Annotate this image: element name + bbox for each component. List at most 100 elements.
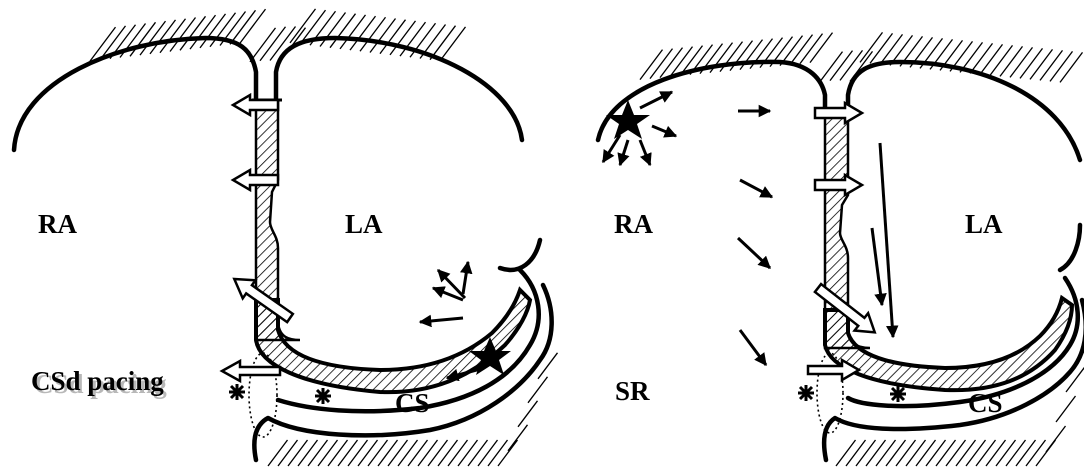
right-septum [823, 110, 871, 350]
right-la-label: LA [965, 209, 1003, 239]
hatch-line [905, 439, 927, 467]
left-pacing-label: CSd pacing [31, 366, 164, 396]
right-la-lateral-wall [1057, 222, 1083, 273]
hatch-line [517, 400, 539, 428]
left-la-wall [273, 35, 525, 143]
hatch-line [1029, 49, 1054, 80]
hatch-line [639, 49, 664, 80]
asterisk-icon [229, 384, 245, 400]
right-cs-ostium [816, 352, 844, 434]
hatch-line [989, 45, 1014, 76]
hatch-line [1025, 439, 1047, 467]
hatch-line [945, 439, 967, 467]
right-top-hatching [639, 32, 1084, 83]
right-cs-arrow [806, 357, 862, 383]
hatch-line [189, 14, 217, 50]
hatch-line [789, 34, 814, 65]
hatch-line [999, 46, 1024, 77]
hatch-line [995, 439, 1017, 467]
hatch-line [819, 51, 844, 82]
hatch-line [865, 439, 887, 467]
hatch-line [259, 26, 287, 62]
right-la-wall [845, 59, 1083, 163]
hatch-line [139, 20, 167, 56]
hatch-line [359, 16, 387, 52]
hatch-line [507, 424, 529, 452]
hatch-line [347, 439, 369, 467]
hatch-line [935, 439, 957, 467]
hatch-line [329, 13, 357, 49]
hatch-line [249, 27, 277, 63]
hatch-line [809, 32, 834, 63]
hatch-line [269, 26, 297, 61]
asterisk-icon [798, 385, 814, 401]
hatch-line [1055, 395, 1077, 423]
right-septal-arrow-1 [813, 100, 865, 126]
hatch-line [287, 439, 309, 467]
hatch-line [437, 439, 459, 467]
hatch-line [739, 39, 764, 70]
right-septal-arrow-3 [813, 282, 877, 334]
hatch-line [367, 439, 389, 467]
right-cs-label: CS [968, 388, 1003, 418]
hatch-line [277, 439, 299, 467]
hatch-line [267, 439, 289, 467]
right-cs-lower-wall [821, 297, 1084, 463]
hatch-line [209, 12, 237, 48]
hatch-line [319, 12, 347, 47]
left-septal-arrow-3 [232, 277, 295, 324]
left-la-lateral-wall [497, 237, 543, 272]
hatch-line [327, 439, 349, 467]
hatch-line [915, 439, 937, 467]
left-pacing-arrow [219, 358, 282, 384]
hatch-line [299, 9, 327, 45]
hatch-line [199, 13, 227, 49]
right-septal-arrow-2 [813, 172, 865, 198]
right-sr-label: SR [615, 376, 650, 406]
hatch-line [129, 21, 157, 57]
left-pacing-label-shadow: CSd pacing [34, 369, 167, 399]
hatch-line [447, 439, 469, 467]
hatch-line [149, 19, 177, 55]
right-ra-label: RA [614, 209, 653, 239]
right-sinus-arrows [601, 90, 678, 167]
hatch-line [379, 19, 407, 55]
star-icon [469, 337, 511, 375]
hatch-line [357, 439, 379, 467]
hatch-line [839, 50, 864, 81]
right-cs-roof [823, 294, 1075, 393]
hatch-line [869, 33, 894, 64]
left-cs-outer-wall [275, 267, 541, 414]
hatch-line [527, 376, 549, 404]
hatch-line [337, 439, 359, 467]
hatch-line [859, 32, 884, 63]
hatch-line [159, 18, 187, 54]
hatch-line [377, 439, 399, 467]
left-ra-wall [11, 35, 259, 153]
hatch-line [1065, 366, 1084, 393]
right-cs-outer-wall [845, 275, 1081, 409]
left-ra-label: RA [38, 209, 77, 239]
hatch-line [729, 40, 754, 71]
hatch-line [387, 439, 409, 467]
hatch-line [307, 439, 329, 467]
left-cs-roof [254, 286, 533, 395]
hatch-line [975, 439, 997, 467]
hatch-line [289, 8, 317, 44]
hatch-line [835, 439, 857, 467]
asterisk-icon [315, 388, 331, 404]
hatch-line [537, 352, 559, 380]
hatch-line [679, 45, 704, 76]
hatch-line [649, 48, 674, 79]
hatch-line [229, 9, 257, 45]
left-septal-arrow-1 [230, 92, 280, 118]
hatch-line [477, 439, 499, 467]
hatch-line [1005, 439, 1027, 467]
hatch-line [89, 26, 117, 62]
hatch-line [339, 14, 367, 50]
right-conduction-arrows [736, 104, 899, 367]
left-cs-label: CS [395, 388, 430, 418]
hatch-line [879, 34, 904, 65]
hatch-line [1045, 425, 1067, 453]
